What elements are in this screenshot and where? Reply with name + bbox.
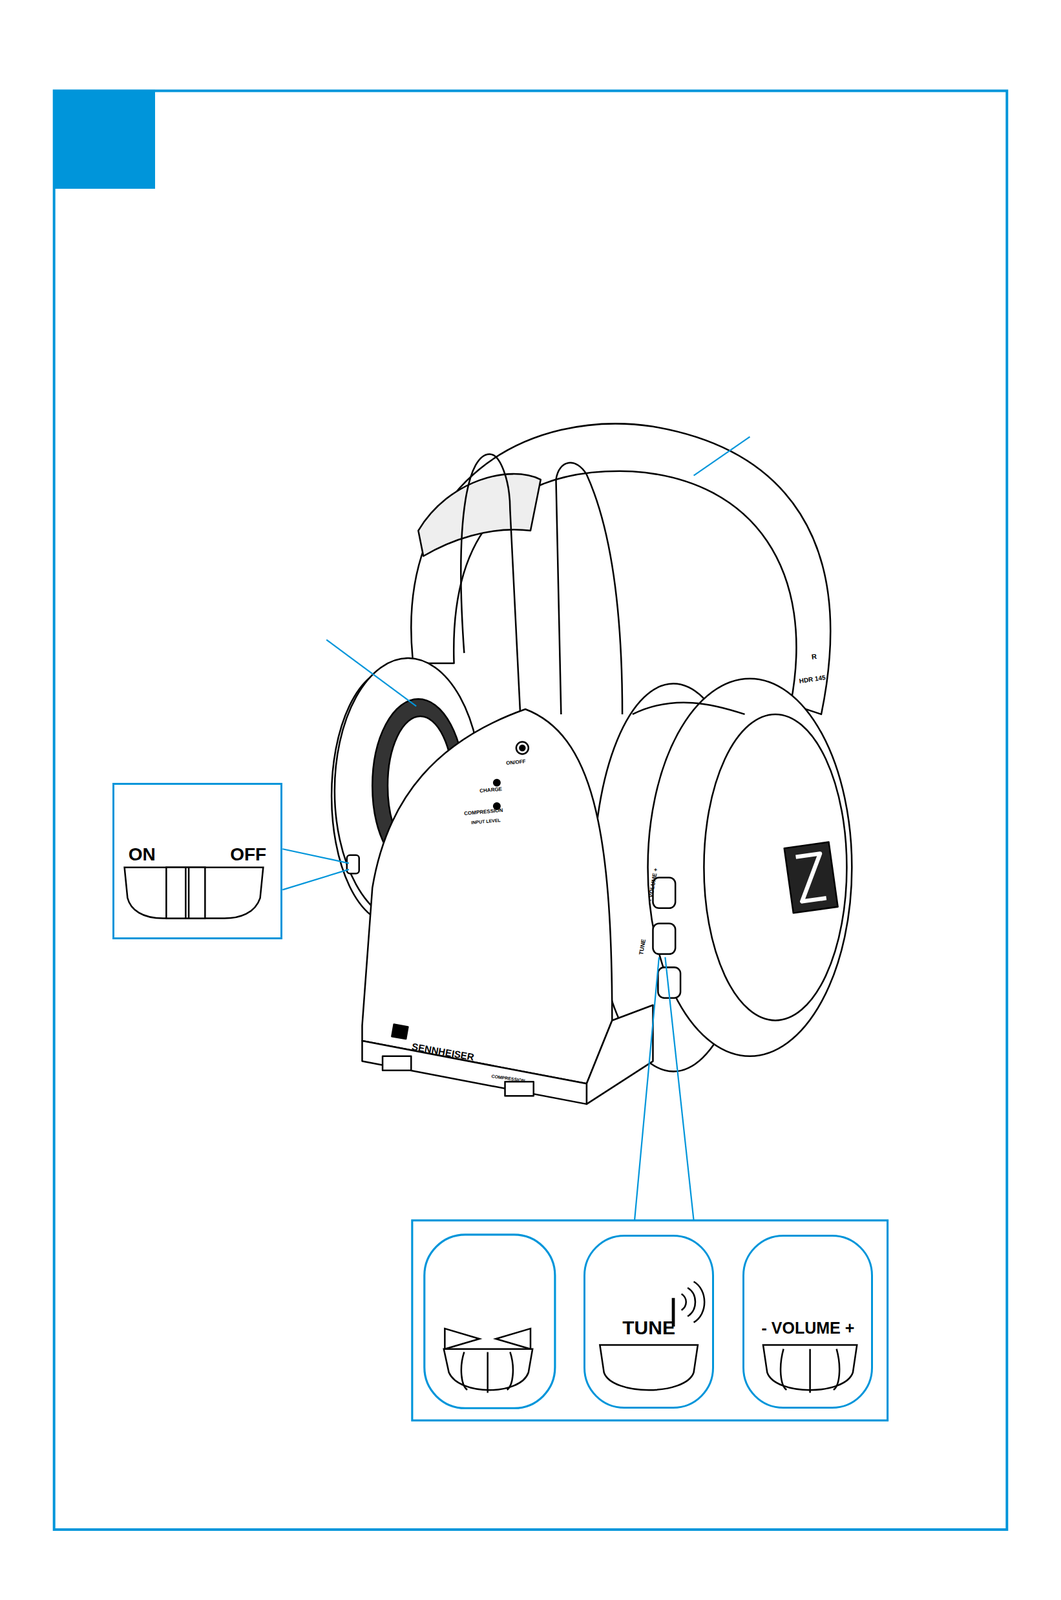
button-label: ON xyxy=(128,843,156,865)
volume-button-inset: - VOLUME + xyxy=(742,1234,873,1408)
button-label: - VOLUME + xyxy=(761,1318,855,1337)
button-label: TUNE xyxy=(622,1316,676,1339)
printed-label: R xyxy=(810,651,818,661)
switch-inset: ON OFF xyxy=(112,782,284,939)
tune-button-inset: TUNE xyxy=(583,1234,715,1408)
button-label: OFF xyxy=(230,843,267,865)
